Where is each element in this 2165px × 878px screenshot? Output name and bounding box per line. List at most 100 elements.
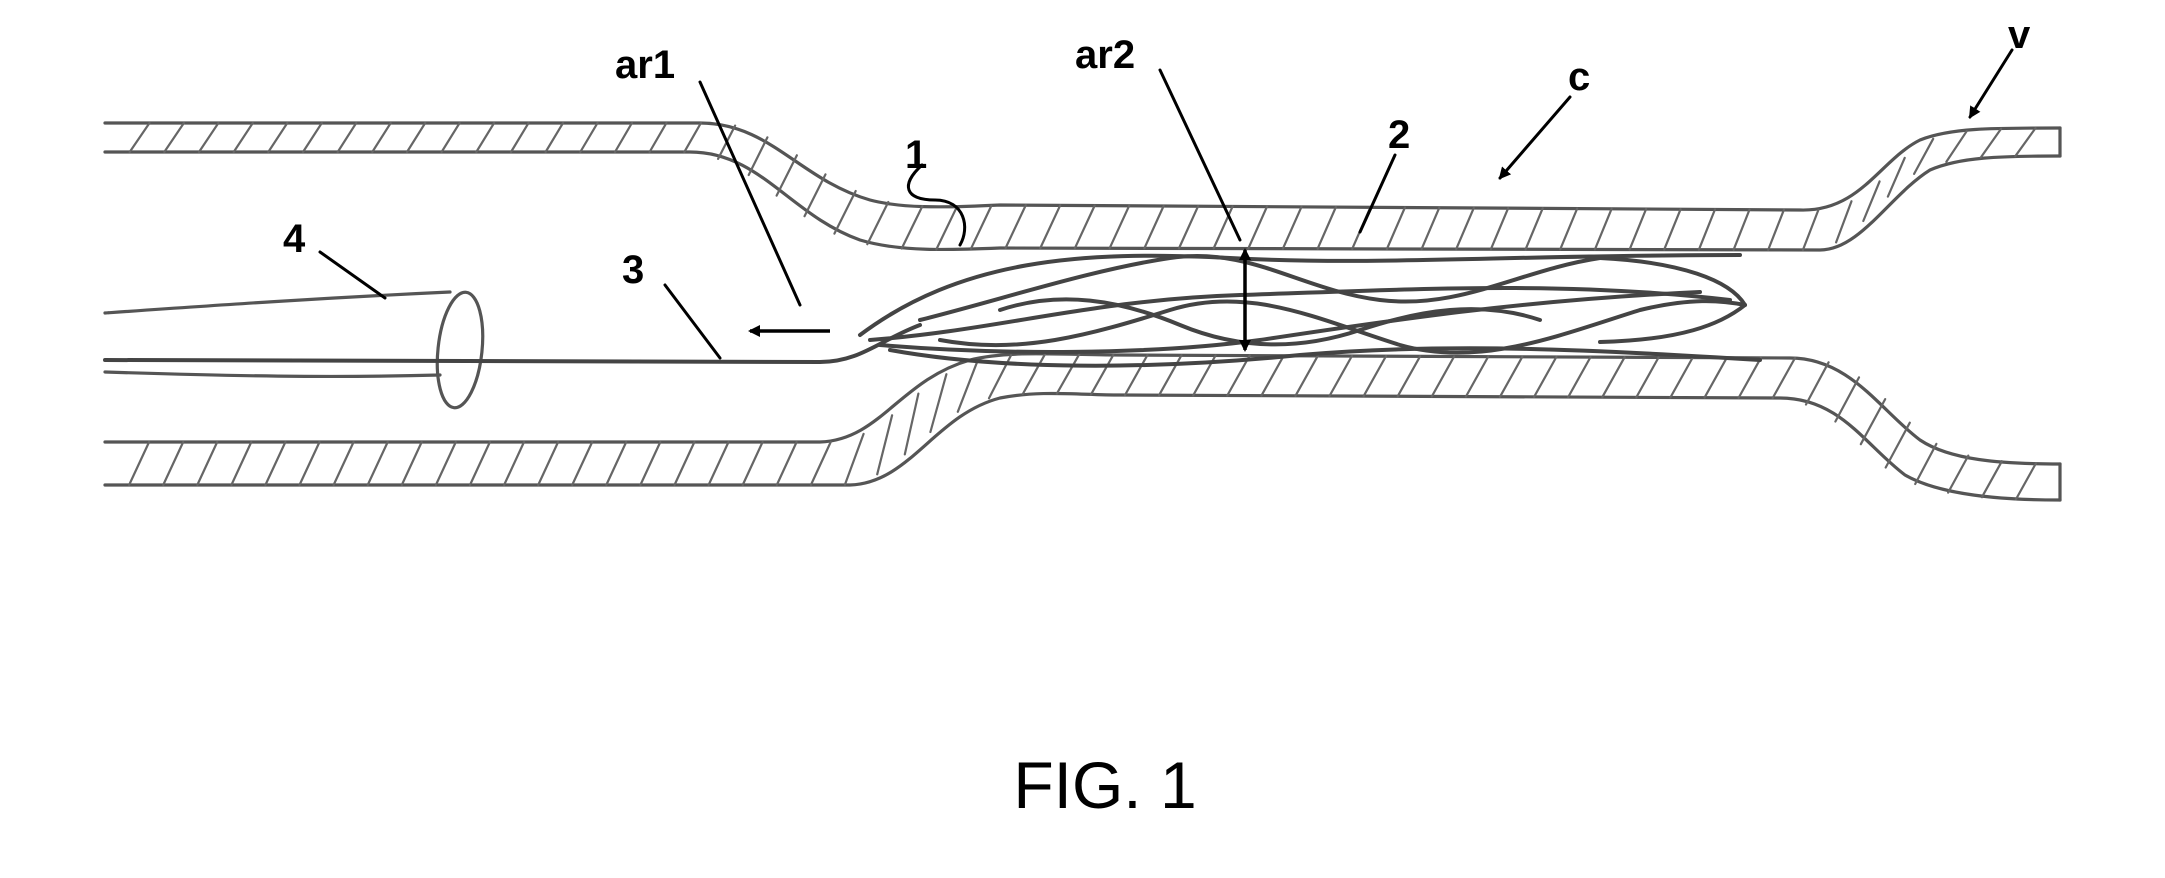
hatch-stroke xyxy=(613,121,634,154)
hatch-stroke xyxy=(1946,454,1970,494)
hatch-stroke xyxy=(163,121,185,154)
hatch-stroke xyxy=(1498,355,1524,398)
hatch-stroke xyxy=(1281,205,1303,250)
leader-3 xyxy=(663,283,722,360)
hatch-stroke xyxy=(475,121,496,154)
hatch-stroke xyxy=(1464,355,1490,398)
hatch-stroke xyxy=(162,440,185,487)
hatch-stroke xyxy=(1385,206,1407,251)
hatch-stroke xyxy=(1455,206,1475,251)
hatch-stroke xyxy=(935,205,959,251)
hatch-stroke xyxy=(803,173,827,218)
hatch-stroke xyxy=(1804,361,1830,406)
hatch-stroke xyxy=(1294,354,1319,397)
leader-c xyxy=(1498,95,1572,180)
label-ar2: ar2 xyxy=(1075,33,1135,77)
catheter-lower-edge xyxy=(103,370,442,379)
hatch-stroke xyxy=(197,121,220,154)
mesh-end-loop xyxy=(1598,256,1747,344)
catheter-upper-edge xyxy=(103,290,452,315)
hatch-stroke xyxy=(1157,354,1183,397)
reference-labels: ar1 ar2 1 2 3 4 c v xyxy=(283,13,2031,292)
guide-wire xyxy=(103,323,922,364)
hatch-stroke xyxy=(866,200,890,246)
hatch-stroke xyxy=(683,121,703,154)
hatch-stroke xyxy=(876,414,894,476)
hatch-stroke xyxy=(1663,208,1682,251)
hatch-stroke xyxy=(1979,127,2003,159)
hatch-stroke xyxy=(639,440,662,487)
hatch-stroke xyxy=(1021,352,1047,396)
hatch-stroke xyxy=(969,204,993,250)
mesh-strand-6 xyxy=(938,299,1747,355)
hatch-stroke xyxy=(1143,204,1165,250)
hatch-stroke xyxy=(503,440,526,487)
leader-2 xyxy=(1358,153,1397,234)
hatch-stroke xyxy=(128,121,151,154)
label-4: 4 xyxy=(283,217,306,261)
hatch-stroke xyxy=(1073,204,1096,250)
hatch-stroke xyxy=(1039,204,1062,250)
hatch-stroke xyxy=(571,440,594,487)
hatch-stroke xyxy=(1004,204,1027,250)
hatch-stroke xyxy=(900,205,924,250)
hatch-stroke xyxy=(929,373,948,434)
hatch-stroke xyxy=(196,440,219,487)
leader-lines xyxy=(318,48,2014,360)
hatch-stroke xyxy=(1980,460,2004,499)
hatch-stroke xyxy=(707,440,730,487)
leader-1 xyxy=(906,163,967,247)
hatch-stroke xyxy=(1884,421,1911,469)
mesh-strand-7 xyxy=(998,297,1542,347)
motion-arrows xyxy=(748,248,1251,352)
hatch-stroke xyxy=(1430,355,1456,398)
hatch-stroke xyxy=(1593,207,1613,251)
hatch-stroke xyxy=(605,440,628,487)
hatch-stroke xyxy=(648,121,668,154)
hatch-stroke xyxy=(366,440,389,487)
hatch-stroke xyxy=(1123,354,1149,397)
hatch-stroke xyxy=(1635,356,1660,399)
hatch-stroke xyxy=(1177,205,1200,250)
hatch-stroke xyxy=(1226,354,1251,397)
hatch-stroke xyxy=(1628,207,1648,251)
hatch-stroke xyxy=(1212,205,1234,250)
hatch-stroke xyxy=(1328,354,1354,398)
hatch-stroke xyxy=(1737,356,1763,399)
hatch-stroke xyxy=(332,440,355,487)
hatch-stroke xyxy=(371,121,392,154)
hatch-stroke xyxy=(1703,356,1728,399)
hatch-stroke xyxy=(1834,200,1853,244)
hatch-stroke xyxy=(405,121,427,154)
vessel-upper-wall-outer xyxy=(103,121,2062,212)
hatch-stroke xyxy=(264,440,287,487)
hatch-stroke xyxy=(1362,355,1388,398)
hatch-stroke xyxy=(833,189,857,235)
hatch-stroke xyxy=(1559,207,1579,251)
hatch-stroke xyxy=(1532,355,1558,398)
hatch-stroke xyxy=(1771,356,1797,400)
vessel xyxy=(103,121,2062,502)
vessel-lower-wall-inner xyxy=(103,352,2062,466)
hatch-stroke xyxy=(1055,353,1081,395)
hatch-stroke xyxy=(1914,442,1938,486)
hatch-stroke xyxy=(1886,156,1906,198)
mesh-strand-3 xyxy=(878,290,1702,354)
upper-wall-hatching xyxy=(128,121,2037,252)
hatch-stroke xyxy=(301,121,323,154)
hatch-stroke xyxy=(1859,398,1887,446)
hatch-stroke xyxy=(1089,353,1115,396)
vessel-lower-wall-outer xyxy=(103,391,2062,502)
hatch-stroke xyxy=(1945,130,1968,163)
label-v: v xyxy=(2008,13,2031,57)
label-ar1: ar1 xyxy=(615,43,675,87)
label-c: c xyxy=(1568,55,1590,99)
hatch-stroke xyxy=(775,154,799,197)
hatch-stroke xyxy=(267,121,289,154)
hatch-stroke xyxy=(537,440,560,487)
hatch-stroke xyxy=(1489,207,1510,251)
figure-caption: FIG. 1 xyxy=(1013,748,1196,822)
hatch-stroke xyxy=(1601,356,1626,399)
hatch-stroke xyxy=(544,121,565,154)
